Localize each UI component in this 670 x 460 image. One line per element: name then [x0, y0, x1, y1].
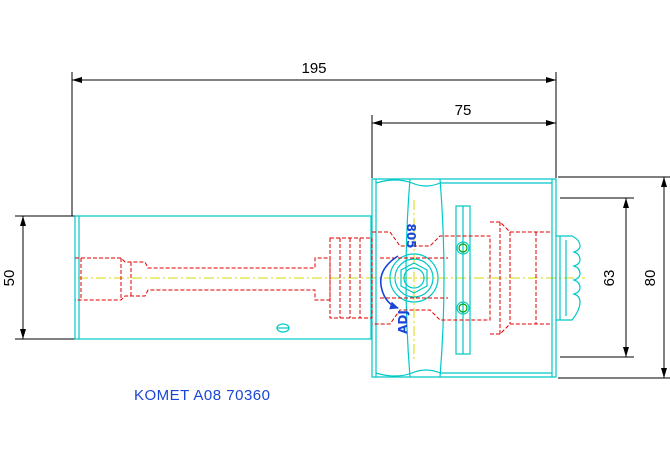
small-screws: [458, 243, 468, 313]
dimension-group: [15, 72, 670, 379]
dimension-label-195: 195: [301, 60, 326, 77]
shank-body: [74, 215, 372, 340]
curved-arrow-icon: [379, 255, 399, 310]
nose-ribs: [556, 235, 581, 321]
dimension-label-63: 63: [601, 270, 618, 287]
hidden-lines: [75, 221, 552, 335]
tool-outline: [74, 178, 581, 378]
engraving-top: 805: [404, 223, 418, 248]
engraving-bottom: ADJ: [396, 310, 410, 334]
drawing-caption: KOMET A08 70360: [134, 387, 270, 404]
dimension-label-75: 75: [455, 102, 472, 119]
adjust-screw: [389, 253, 439, 303]
dimension-head-length: [371, 115, 557, 178]
dimension-label-80: 80: [642, 270, 659, 287]
dimension-inner-diameter: [560, 197, 634, 358]
dimension-label-50: 50: [1, 270, 18, 287]
dimension-head-diameter: [558, 176, 670, 379]
dimension-shank-diameter: [15, 215, 75, 340]
dimension-labels: 195 75 50 63 80: [1, 60, 659, 286]
dimension-overall-length: [71, 72, 557, 216]
